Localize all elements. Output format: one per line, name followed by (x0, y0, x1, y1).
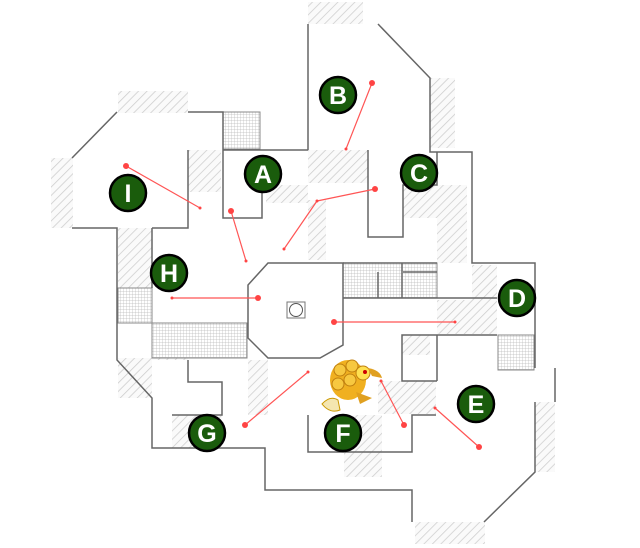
marker-h[interactable]: H (149, 253, 189, 293)
marker-i[interactable]: I (108, 173, 148, 213)
character-mascot-icon (321, 359, 382, 412)
marker-g[interactable]: G (187, 413, 227, 453)
marker-label: D (508, 285, 526, 313)
marker-e[interactable]: E (456, 384, 496, 424)
marker-d[interactable]: D (497, 278, 537, 318)
marker-c[interactable]: C (399, 153, 439, 193)
walls (71, 23, 556, 523)
hatched-areas (51, 2, 555, 544)
position-markers: A B C D E F G H I (108, 75, 537, 453)
marker-label: H (160, 260, 178, 288)
marker-label: F (335, 420, 350, 448)
pillar-icon (286, 301, 306, 319)
marker-a[interactable]: A (243, 154, 283, 194)
marker-label: C (410, 160, 428, 188)
marker-label: I (125, 180, 132, 208)
grid-areas (117, 111, 535, 371)
marker-f[interactable]: F (323, 413, 363, 453)
marker-label: G (197, 420, 216, 448)
marker-label: B (329, 82, 347, 110)
route-lines (123, 80, 482, 450)
marker-label: A (254, 161, 272, 189)
marker-label: E (468, 391, 485, 419)
marker-b[interactable]: B (318, 75, 358, 115)
